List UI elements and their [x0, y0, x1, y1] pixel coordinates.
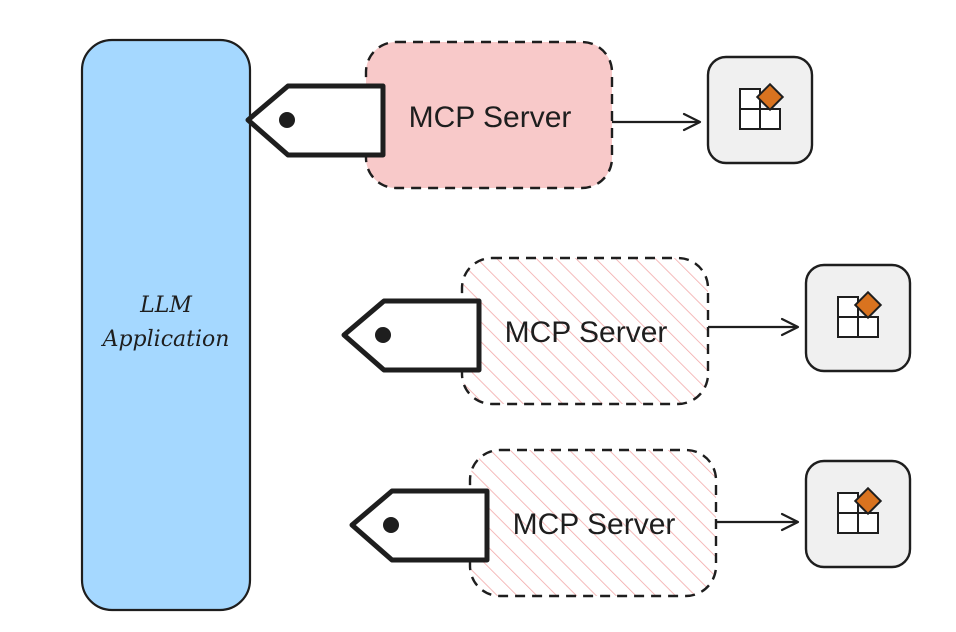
tag-connector-1-icon: [245, 83, 386, 158]
tool-icon-2: [804, 263, 912, 373]
llm-application: LLM Application: [80, 38, 252, 612]
tool-icon-3: [804, 459, 912, 569]
llm-app-label-line1: LLM: [139, 293, 192, 318]
tool-icon-1: [706, 55, 814, 165]
mcp-server-3-label: MCP Server: [513, 508, 676, 541]
mcp-server-2: MCP Server: [460, 256, 710, 406]
tag-connector-3-icon: [349, 488, 490, 563]
mcp-server-2-label: MCP Server: [505, 316, 668, 349]
llm-app-label-line2: Application: [101, 327, 230, 352]
mcp-server-1: MCP Server: [364, 40, 614, 190]
tag-connector-2-icon: [341, 298, 482, 373]
mcp-server-3: MCP Server: [468, 448, 718, 598]
mcp-server-1-label: MCP Server: [409, 101, 572, 134]
